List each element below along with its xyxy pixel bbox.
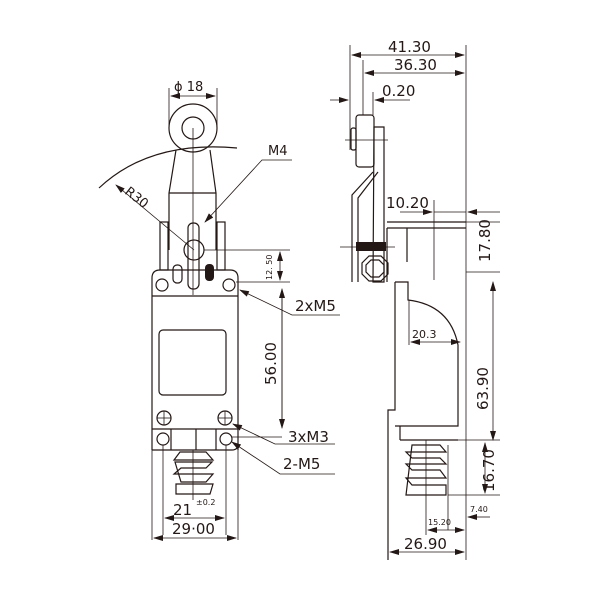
front-view: ϕ 18 R30 M4 12. 50 bbox=[98, 80, 340, 541]
label-window bbox=[158, 329, 227, 396]
plunger bbox=[172, 450, 215, 500]
arm-height-label: 17.80 bbox=[476, 219, 494, 262]
body-depth-label: 26.90 bbox=[404, 535, 447, 553]
mount-holes-top-label: 2xM5 bbox=[295, 297, 336, 315]
roller-diameter-dimension: ϕ 18 bbox=[168, 80, 218, 128]
roller-diameter-label: ϕ 18 bbox=[174, 80, 203, 95]
hole-spacing-label: 21 bbox=[173, 501, 192, 519]
roller-side bbox=[355, 114, 375, 168]
screws-label: 3xM3 bbox=[288, 428, 329, 446]
switch-body bbox=[151, 269, 239, 451]
body-width-label: 29·00 bbox=[172, 520, 215, 538]
pivot-height-label: 12. 50 bbox=[265, 255, 274, 280]
lever bbox=[159, 128, 226, 295]
plunger-position-label: 15.20 bbox=[428, 518, 451, 527]
overall-depth-label: 41.30 bbox=[388, 38, 431, 56]
side-view: 41.30 36.30 0.20 10.20 17.80 bbox=[330, 38, 500, 560]
screw-icon bbox=[156, 410, 172, 426]
hex-nut bbox=[361, 255, 389, 282]
m4-label: M4 bbox=[268, 144, 288, 159]
mount-holes-bottom-label: 2-M5 bbox=[283, 455, 320, 473]
hole-spacing-tolerance: ±0.2 bbox=[196, 498, 215, 507]
plunger-side bbox=[404, 440, 449, 535]
radius-arrow bbox=[115, 184, 195, 251]
plunger-offset-label: 7.40 bbox=[470, 505, 488, 514]
lever-depth-label: 36.30 bbox=[394, 56, 437, 74]
curve-radius-label: 20.3 bbox=[412, 328, 437, 341]
plunger-height-label: 16.70 bbox=[480, 449, 498, 492]
body-height-side-label: 63.90 bbox=[474, 367, 492, 410]
offset-label: 0.20 bbox=[382, 82, 415, 100]
swing-arc bbox=[98, 146, 238, 189]
arm-offset-label: 10.20 bbox=[386, 194, 429, 212]
screw-icon bbox=[217, 410, 233, 426]
radius-label: R30 bbox=[122, 184, 151, 212]
body-height-label: 56.00 bbox=[262, 342, 280, 385]
